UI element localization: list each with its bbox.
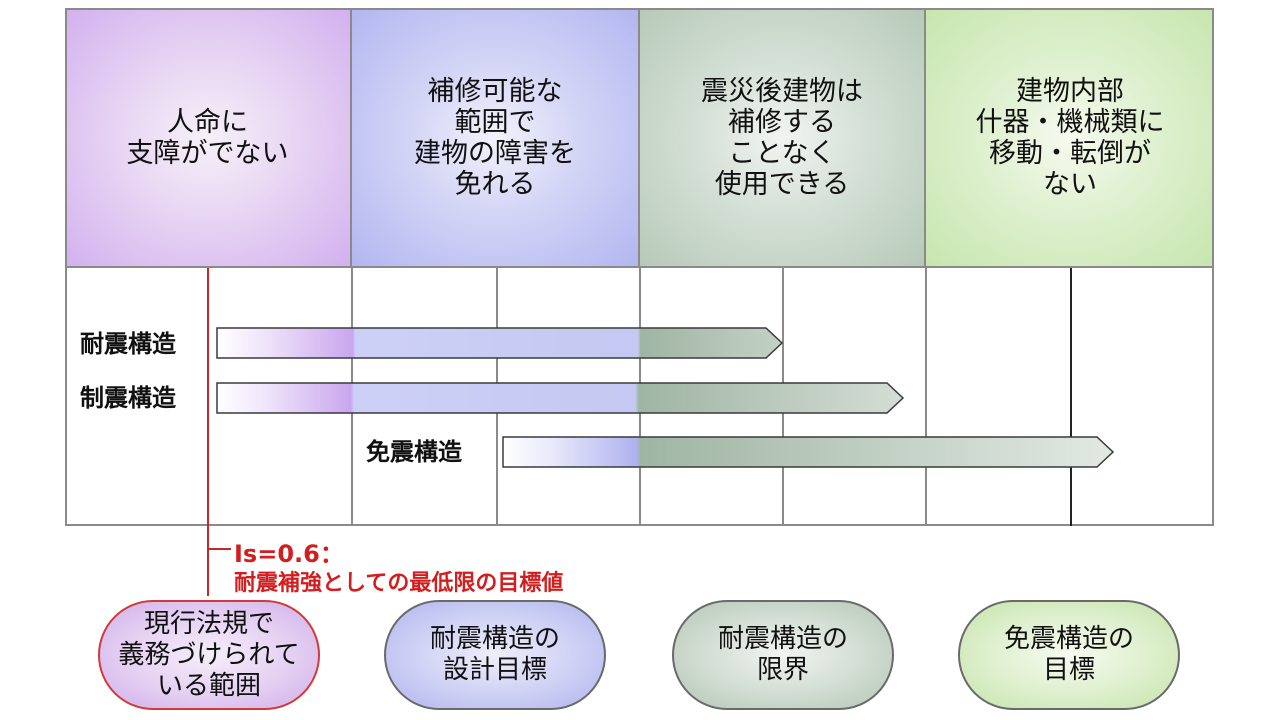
bubble-design-target: 耐震構造の 設計目標 [384, 600, 606, 710]
header-cell-no-content-movement: 建物内部 什器・機械類に 移動・転倒が ない [926, 8, 1214, 268]
arrow-taishin [216, 327, 784, 359]
header-cell-text: 建物内部 什器・機械類に 移動・転倒が ない [975, 76, 1165, 200]
header-divider [65, 266, 1214, 268]
header-cell-repairable: 補修可能な 範囲で 建物の障害を 免れる [352, 8, 640, 268]
header-cell-text: 震災後建物は 補修する ことなく 使用できる [701, 76, 863, 200]
header-cell-usable-without-repair: 震災後建物は 補修する ことなく 使用できる [640, 8, 926, 268]
header-cell-text: 補修可能な 範囲で 建物の障害を 免れる [414, 76, 576, 200]
bubble-text: 現行法規で 義務づけられて いる範囲 [118, 608, 300, 701]
bubble-text: 耐震構造の 限界 [717, 624, 848, 685]
is-marker-value: Is=0.6： [234, 540, 344, 568]
bubble-legal-range: 現行法規で 義務づけられて いる範囲 [98, 600, 320, 710]
bubble-text: 耐震構造の 設計目標 [429, 624, 560, 685]
row-label-seishin: 制震構造 [80, 384, 176, 412]
header-cell-text: 人命に 支障がでない [126, 107, 289, 169]
arrow-menshin [502, 436, 1115, 468]
is-marker-line [207, 268, 209, 596]
bubble-isolation-target: 免震構造の 目標 [958, 600, 1180, 710]
bubble-structure-limit: 耐震構造の 限界 [672, 600, 894, 710]
arrow-seishin [216, 382, 905, 414]
is-marker-tick [207, 548, 231, 550]
row-label-menshin: 免震構造 [366, 438, 462, 466]
grid-line [925, 268, 927, 526]
grid-line [1070, 268, 1072, 526]
bubble-text: 免震構造の 目標 [1003, 624, 1134, 685]
row-label-taishin: 耐震構造 [80, 330, 176, 358]
header-cell-life-safety: 人命に 支障がでない [65, 8, 352, 268]
is-marker-description: 耐震補強としての最低限の目標値 [234, 571, 564, 596]
